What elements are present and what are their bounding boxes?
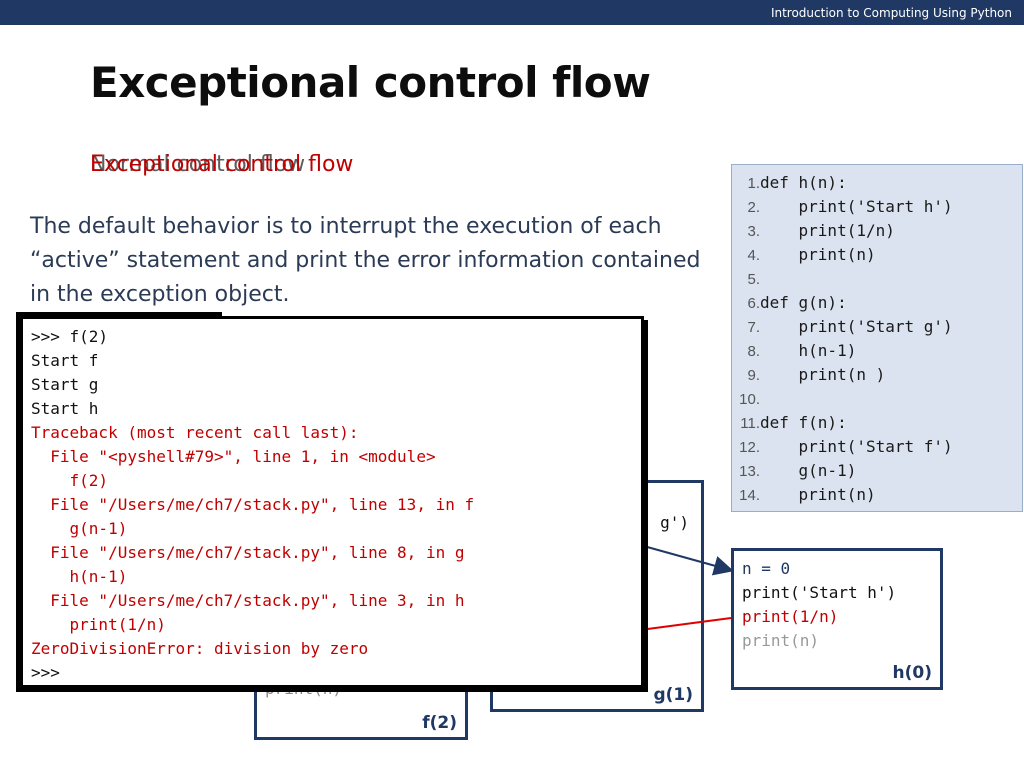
console-line: Start f <box>31 351 99 370</box>
line-number: 3. <box>747 223 760 240</box>
console-line: Start h <box>31 399 99 418</box>
code-text: print(n) <box>760 485 876 504</box>
line-number: 8. <box>747 343 760 360</box>
code-text: print('Start f') <box>760 437 953 456</box>
code-text: h(n-1) <box>760 341 857 360</box>
frame-h-line: print(1/n) <box>742 607 839 626</box>
subtitle-exceptional: Exceptional control flow <box>90 152 354 177</box>
code-text: def h(n): <box>760 173 847 192</box>
console-line: print(1/n) <box>31 615 166 634</box>
line-number: 14. <box>739 487 760 504</box>
code-line: 10. <box>732 389 1022 413</box>
frame-h-line: print(n) <box>742 631 820 650</box>
code-line: 11.def f(n): <box>732 413 1022 437</box>
python-shell: >>> f(2) Start f Start g Start h Traceback (… <box>20 316 644 688</box>
code-line: 2. print('Start h') <box>732 197 1022 221</box>
code-text: print('Start g') <box>760 317 953 336</box>
line-number: 12. <box>739 439 760 456</box>
code-line: 4. print(n) <box>732 245 1022 269</box>
code-line: 13. g(n-1) <box>732 461 1022 485</box>
frame-g-peek: g') <box>660 513 689 532</box>
error-arrow <box>639 617 732 631</box>
frame-h-line: print('Start h') <box>742 583 897 602</box>
call-arrow <box>639 544 734 576</box>
console-line: File "<pyshell#79>", line 1, in <module> <box>31 447 436 466</box>
code-line: 9. print(n ) <box>732 365 1022 389</box>
console-line: Start g <box>31 375 99 394</box>
console-line: File "/Users/me/ch7/stack.py", line 3, i… <box>31 591 465 610</box>
code-line: 7. print('Start g') <box>732 317 1022 341</box>
line-number: 11. <box>740 415 760 432</box>
line-number: 10. <box>739 391 760 408</box>
code-line: 3. print(1/n) <box>732 221 1022 245</box>
code-line: 14. print(n) <box>732 485 1022 509</box>
console-line: >>> f(2) <box>31 327 109 346</box>
code-text: print(n ) <box>760 365 886 384</box>
line-number: 2. <box>747 199 760 216</box>
line-number: 6. <box>747 295 760 312</box>
slide-paragraph: The default behavior is to interrupt the… <box>30 214 701 307</box>
frame-g-label: g(1) <box>653 685 693 705</box>
code-line: 5. <box>732 269 1022 293</box>
code-text: print(1/n) <box>760 221 895 240</box>
course-title: Introduction to Computing Using Python <box>770 6 1012 20</box>
code-line: 8. h(n-1) <box>732 341 1022 365</box>
subtitle-normal: Normal control flow <box>90 152 306 177</box>
slide-title: Exceptional control flow <box>90 58 651 107</box>
console-line: ZeroDivisionError: division by zero <box>31 639 369 658</box>
line-number: 9. <box>747 367 760 384</box>
line-number: 5. <box>747 271 760 288</box>
line-number: 4. <box>747 247 760 264</box>
code-panel: 1.def h(n):2. print('Start h')3. print(1… <box>731 164 1023 512</box>
console-line: g(n-1) <box>31 519 128 538</box>
console-line: File "/Users/me/ch7/stack.py", line 13, … <box>31 495 475 514</box>
line-number: 1. <box>747 175 760 192</box>
line-number: 13. <box>739 463 760 480</box>
code-line: 6.def g(n): <box>732 293 1022 317</box>
code-line: 1.def h(n): <box>732 173 1022 197</box>
frame-f-label: f(2) <box>422 713 457 733</box>
console-line: >>> <box>31 663 60 682</box>
console-line: h(n-1) <box>31 567 128 586</box>
line-number: 7. <box>747 319 760 336</box>
code-text: def g(n): <box>760 293 847 312</box>
console-line: File "/Users/me/ch7/stack.py", line 8, i… <box>31 543 465 562</box>
code-line: 12. print('Start f') <box>732 437 1022 461</box>
console-line: f(2) <box>31 471 109 490</box>
header-bar: Introduction to Computing Using Python <box>0 0 1024 25</box>
code-text: print(n) <box>760 245 876 264</box>
code-text: def f(n): <box>760 413 847 432</box>
frame-h: n = 0 print('Start h') print(1/n) print(… <box>731 548 943 690</box>
console-line: Traceback (most recent call last): <box>31 423 359 442</box>
frame-h-line: n = 0 <box>742 559 791 578</box>
code-text: g(n-1) <box>760 461 857 480</box>
code-text: print('Start h') <box>760 197 953 216</box>
frame-h-label: h(0) <box>892 663 932 683</box>
